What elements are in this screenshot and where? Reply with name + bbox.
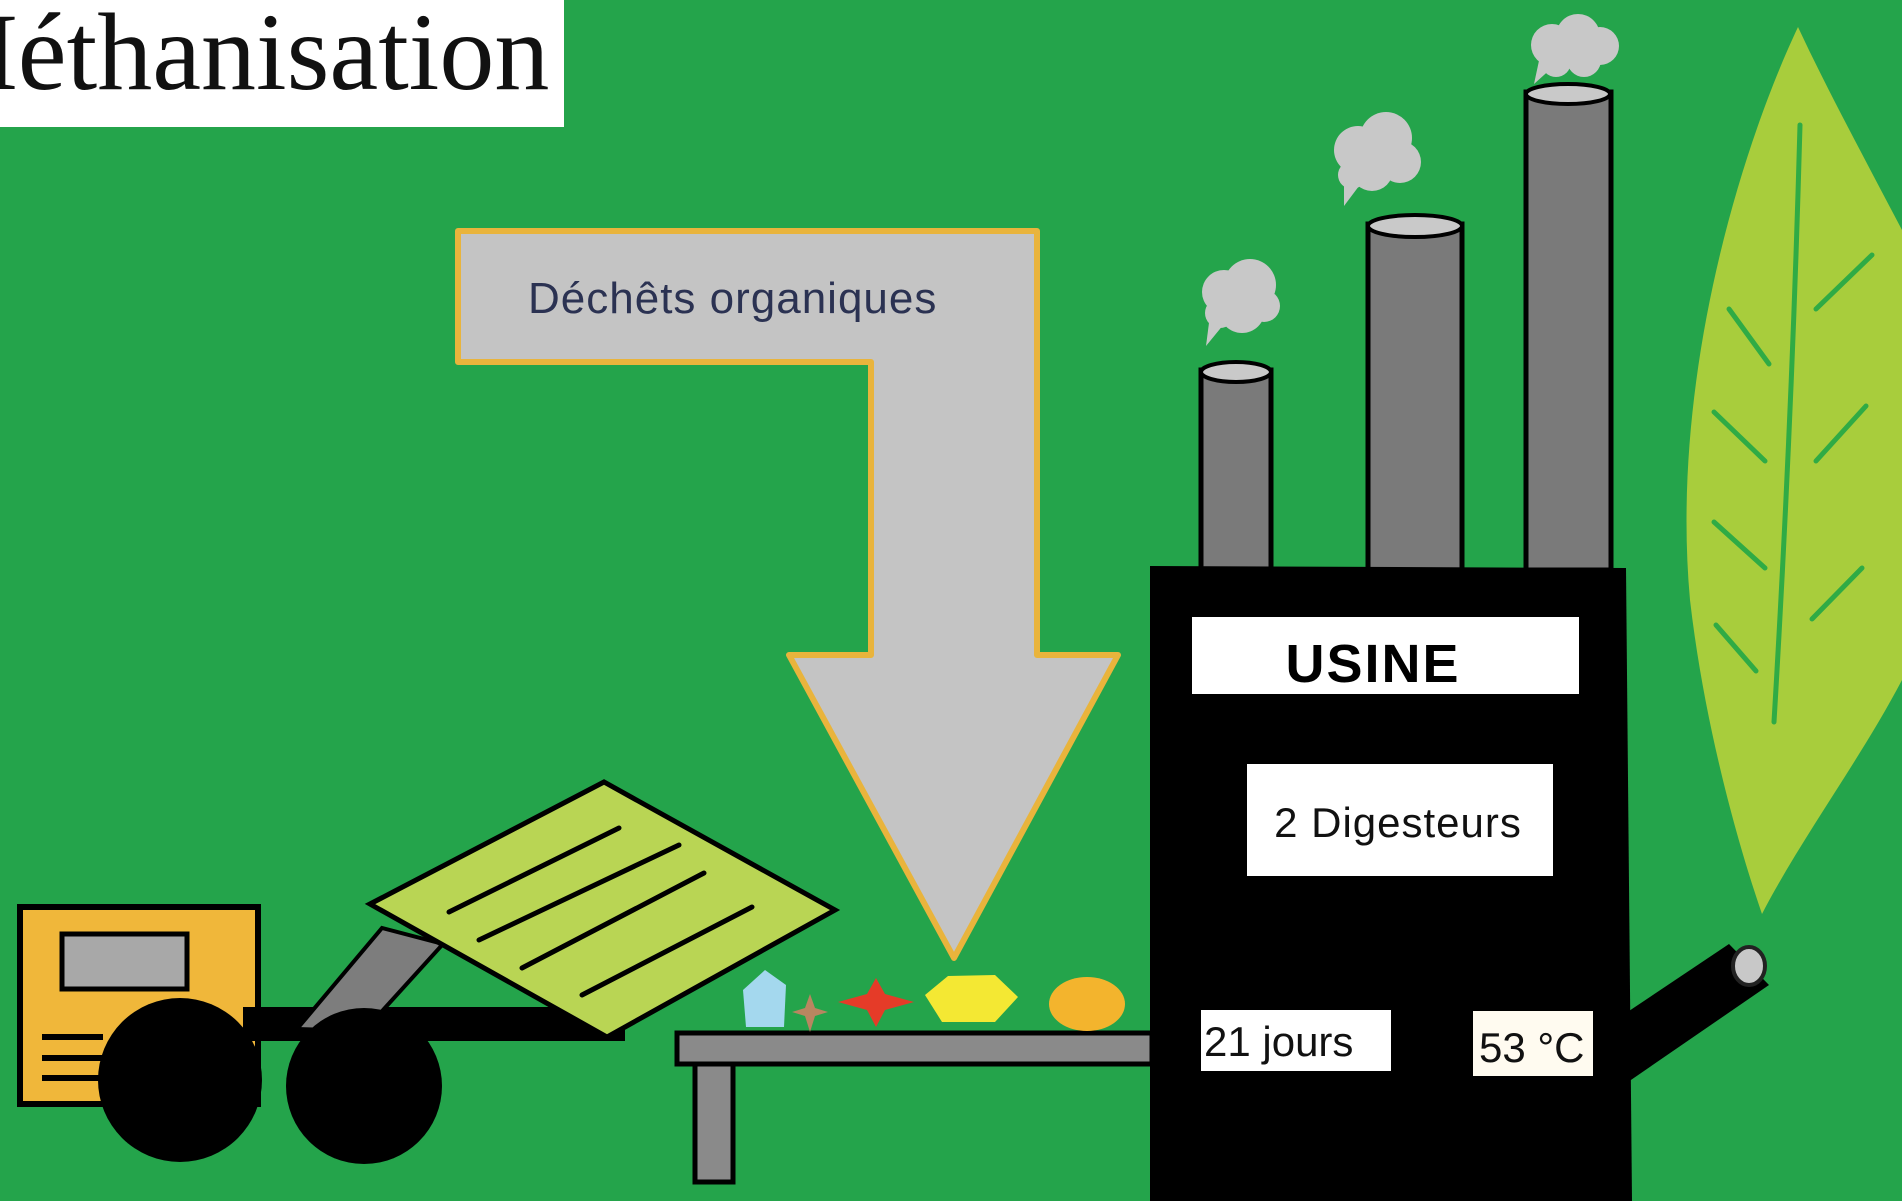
chimney-3-pipe (1523, 89, 1614, 573)
truck-bed-lines (446, 825, 755, 998)
waste-item-yellow (925, 975, 1018, 1022)
chimney-2 (1365, 213, 1465, 573)
smoke-cloud-2 (1334, 112, 1421, 206)
dump-truck (17, 779, 841, 1164)
conveyor-leg (692, 1061, 736, 1185)
chimney-3 (1523, 82, 1614, 573)
chimney-1 (1198, 360, 1274, 573)
temperature-label: 53 °C (1479, 1024, 1585, 1071)
digesters-background (1247, 764, 1553, 876)
factory-label-box: USINE (1192, 617, 1579, 694)
conveyor-table (674, 1030, 1155, 1185)
waste-item-red-star (838, 978, 914, 1027)
leaf-veins (1711, 122, 1875, 725)
outlet-pipe-opening (1731, 945, 1767, 987)
waste-item-brown-star (792, 994, 828, 1032)
temperature-box: 53 °C (1473, 1011, 1593, 1076)
factory-label: USINE (1285, 634, 1460, 694)
title-box: Méthanisation (0, 0, 564, 127)
chimney-1-pipe (1198, 367, 1274, 573)
truck-window (59, 931, 190, 992)
factory-label-background (1192, 617, 1579, 694)
smoke-cloud-3 (1531, 14, 1619, 84)
leaf-icon (1686, 27, 1902, 914)
smoke-cloud-1 (1202, 259, 1280, 346)
truck-grille (42, 1034, 103, 1081)
waste-item-orange (1049, 977, 1125, 1031)
chimney-2-top (1366, 213, 1464, 239)
page-title: Méthanisation (0, 0, 549, 113)
organic-waste-label: Déchêts organiques (528, 274, 937, 323)
leaf-blade (1686, 27, 1902, 914)
truck-wheel-rear (286, 1008, 442, 1164)
waste-items (743, 970, 1125, 1032)
title-background (0, 0, 564, 127)
arrow-shape (455, 228, 1121, 961)
truck-dump-bed (364, 779, 841, 1040)
chimney-1-top (1199, 360, 1273, 384)
waste-item-blue (743, 970, 786, 1027)
temperature-background (1473, 1011, 1593, 1076)
duration-label: 21 jours (1204, 1018, 1353, 1065)
truck-wheel-front (98, 998, 262, 1162)
outlet-pipe (1626, 944, 1769, 1082)
organic-waste-arrow: Déchêts organiques (455, 228, 1121, 961)
duration-box: 21 jours (1201, 1010, 1391, 1071)
chimney-2-pipe (1365, 221, 1465, 573)
conveyor-top (674, 1030, 1155, 1067)
outlet-pipe-body (1626, 944, 1769, 1082)
duration-background (1201, 1010, 1391, 1071)
digesters-box: 2 Digesteurs (1247, 764, 1553, 876)
chimney-3-top (1524, 82, 1612, 106)
digesters-label: 2 Digesteurs (1274, 799, 1522, 846)
